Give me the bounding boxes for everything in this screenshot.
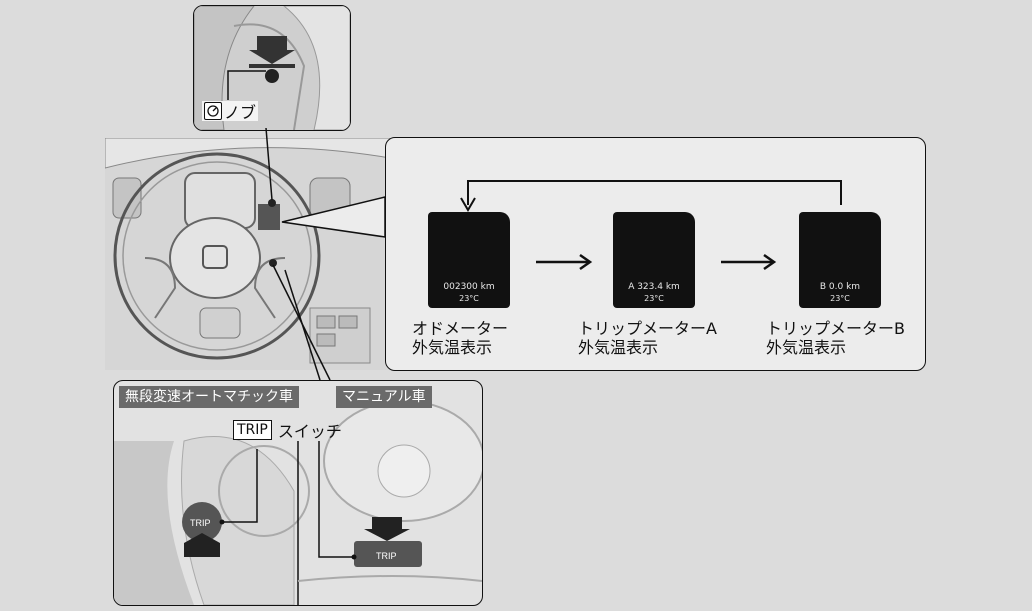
- knob-label: ノブ: [202, 101, 259, 122]
- trip-a-screen: A 323.4 km 23°C: [613, 212, 695, 308]
- cvt-tag: 無段変速オートマチック車: [119, 386, 299, 408]
- trip-switch-illustration: TRIP TRIP: [114, 400, 482, 605]
- trip-a-caption: トリップメーターA 外気温表示: [578, 319, 717, 357]
- knob-closeup-illustration: [194, 6, 350, 130]
- odometer-caption: オドメーター 外気温表示: [412, 319, 509, 357]
- trip-b-caption: トリップメーターB 外気温表示: [766, 319, 905, 357]
- trip-button-text-right: TRIP: [376, 551, 397, 561]
- trip-a-reading: A 323.4 km: [628, 282, 680, 292]
- manual-tag: マニュアル車: [336, 386, 432, 408]
- dashboard-illustration: [105, 138, 390, 370]
- trip-button-text-left: TRIP: [190, 518, 211, 528]
- trip-a-temp: 23°C: [644, 294, 664, 303]
- trip-switch-label: TRIP スイッチ: [233, 419, 342, 441]
- speedometer-icon: [204, 102, 222, 120]
- trip-switch-panel: TRIP TRIP: [113, 380, 483, 606]
- trip-switch-boxed: TRIP: [233, 420, 272, 440]
- odometer-screen: 002300 km 23°C: [428, 212, 510, 308]
- odometer-temp: 23°C: [459, 294, 479, 303]
- trip-b-temp: 23°C: [830, 294, 850, 303]
- trip-switch-suffix: スイッチ: [277, 422, 342, 441]
- trip-b-reading: B 0.0 km: [819, 282, 861, 292]
- knob-label-text: ノブ: [224, 103, 257, 122]
- odometer-reading: 002300 km: [443, 282, 495, 292]
- trip-b-screen: B 0.0 km 23°C: [799, 212, 881, 308]
